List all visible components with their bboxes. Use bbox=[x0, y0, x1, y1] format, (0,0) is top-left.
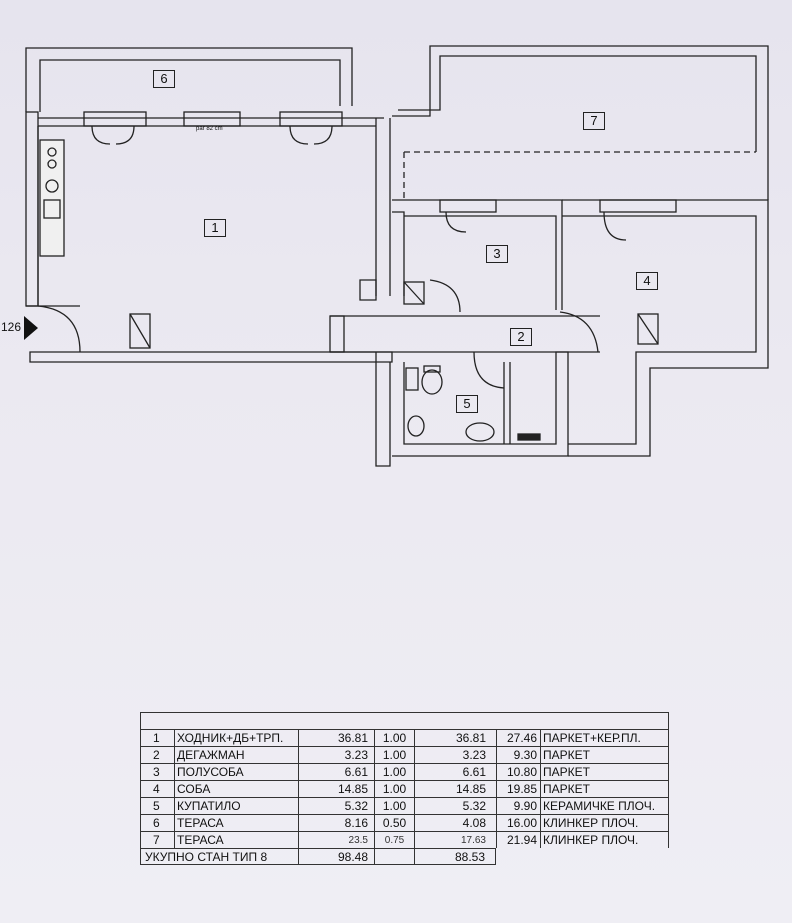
cell-coef: 1.00 bbox=[374, 797, 414, 814]
cell-name: ПОЛУСОБА bbox=[174, 763, 298, 780]
cell-material: ПАРКЕТ bbox=[540, 780, 669, 797]
room-label-7: 7 bbox=[583, 112, 605, 130]
room-label-5: 5 bbox=[456, 395, 478, 413]
cell-material: КЛИНКЕР ПЛОЧ. bbox=[540, 814, 669, 831]
cell-name: КУПАТИЛО bbox=[174, 797, 298, 814]
cell-coef: 0.50 bbox=[374, 814, 414, 831]
cell-net: 4.08 bbox=[414, 814, 496, 831]
cell-coef: 1.00 bbox=[374, 780, 414, 797]
terrace-7-inner bbox=[398, 55, 757, 152]
cell-coef: 1.00 bbox=[374, 729, 414, 746]
cell-no: 7 bbox=[140, 831, 174, 848]
total-area: 98.48 bbox=[298, 848, 374, 865]
cell-area: 23.5 bbox=[298, 831, 374, 848]
cell-net: 17.63 bbox=[414, 831, 496, 848]
cell-area: 6.61 bbox=[298, 763, 374, 780]
wall-left bbox=[25, 111, 39, 307]
cell-no: 6 bbox=[140, 814, 174, 831]
entry-dimension-label: 126 bbox=[1, 320, 22, 334]
terrace-6-inner bbox=[39, 59, 341, 112]
cell-area: 8.16 bbox=[298, 814, 374, 831]
cell-area: 5.32 bbox=[298, 797, 374, 814]
cell-material: КЛИНКЕР ПЛОЧ. bbox=[540, 831, 669, 848]
cell-floor-area: 19.85 bbox=[496, 780, 540, 797]
cell-floor-area: 9.90 bbox=[496, 797, 540, 814]
terrace-6-outline bbox=[25, 47, 353, 112]
wall-bottom bbox=[29, 351, 393, 363]
total-net: 88.53 bbox=[414, 848, 496, 865]
cell-floor-area: 9.30 bbox=[496, 746, 540, 763]
cell-material: ПАРКЕТ bbox=[540, 746, 669, 763]
cell-no: 2 bbox=[140, 746, 174, 763]
cell-no: 1 bbox=[140, 729, 174, 746]
cell-floor-area: 10.80 bbox=[496, 763, 540, 780]
cell-no: 4 bbox=[140, 780, 174, 797]
cell-area: 14.85 bbox=[298, 780, 374, 797]
cell-material: ПАРКЕТ bbox=[540, 763, 669, 780]
cell-net: 14.85 bbox=[414, 780, 496, 797]
room-label-4: 4 bbox=[636, 272, 658, 290]
cell-floor-area: 21.94 bbox=[496, 831, 540, 848]
room-label-3: 3 bbox=[486, 245, 508, 263]
cell-name: ДЕГАЖМАН bbox=[174, 746, 298, 763]
cell-no: 5 bbox=[140, 797, 174, 814]
cell-no: 3 bbox=[140, 763, 174, 780]
terrace-7-outline bbox=[392, 45, 769, 200]
cell-net: 5.32 bbox=[414, 797, 496, 814]
room-label-2: 2 bbox=[510, 328, 532, 346]
cell-name: ТЕРАСА bbox=[174, 831, 298, 848]
cell-area: 36.81 bbox=[298, 729, 374, 746]
cell-coef: 0.75 bbox=[374, 831, 414, 848]
cell-area: 3.23 bbox=[298, 746, 374, 763]
cell-net: 36.81 bbox=[414, 729, 496, 746]
area-table-header bbox=[140, 712, 669, 729]
cell-floor-area: 16.00 bbox=[496, 814, 540, 831]
cell-name: СОБА bbox=[174, 780, 298, 797]
room-label-6: 6 bbox=[153, 70, 175, 88]
cell-material: КЕРАМИЧКЕ ПЛОЧ. bbox=[540, 797, 669, 814]
cell-net: 6.61 bbox=[414, 763, 496, 780]
cell-coef: 1.00 bbox=[374, 746, 414, 763]
cell-name: ТЕРАСА bbox=[174, 814, 298, 831]
cell-material: ПАРКЕТ+КЕР.ПЛ. bbox=[540, 729, 669, 746]
room-label-1: 1 bbox=[204, 219, 226, 237]
entry-arrow-icon bbox=[24, 316, 38, 340]
cell-floor-area: 27.46 bbox=[496, 729, 540, 746]
cell-net: 3.23 bbox=[414, 746, 496, 763]
floor-plan bbox=[24, 45, 769, 467]
total-label: УКУПНО СТАН ТИП 8 bbox=[140, 848, 298, 865]
door-note: par 82 cm bbox=[196, 126, 223, 132]
cell-coef: 1.00 bbox=[374, 763, 414, 780]
area-table-total-row: УКУПНО СТАН ТИП 8 98.48 88.53 bbox=[140, 848, 669, 865]
cell-name: ХОДНИК+ДБ+ТРП. bbox=[174, 729, 298, 746]
